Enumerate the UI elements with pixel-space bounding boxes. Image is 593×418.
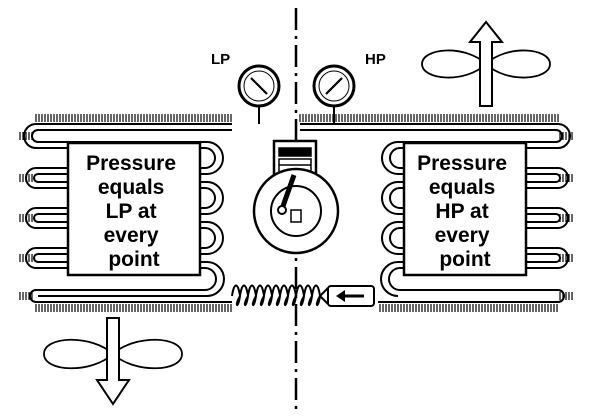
compressor xyxy=(252,139,340,255)
evaporator-fins xyxy=(19,114,232,312)
condenser-fins xyxy=(299,114,573,312)
evaporator-coil xyxy=(23,123,232,303)
arrow-down-icon xyxy=(95,317,131,406)
expansion-capillary-coil xyxy=(231,284,322,306)
high-pressure-gauge xyxy=(312,64,356,124)
evaporator-box-text: Pressure equals LP at every point xyxy=(86,152,182,271)
low-pressure-label: LP xyxy=(211,51,230,68)
high-pressure-label: HP xyxy=(365,51,386,68)
arrow-up-icon xyxy=(467,20,505,107)
condenser-box-text: Pressure equals HP at every point xyxy=(417,152,513,271)
condenser-box xyxy=(402,141,528,277)
condenser-coil xyxy=(300,123,571,303)
evaporator-box xyxy=(66,141,202,277)
fan-icon xyxy=(43,338,183,370)
arrow-left-icon xyxy=(336,290,364,302)
low-pressure-gauge xyxy=(237,64,281,124)
fan-icon xyxy=(421,49,551,79)
